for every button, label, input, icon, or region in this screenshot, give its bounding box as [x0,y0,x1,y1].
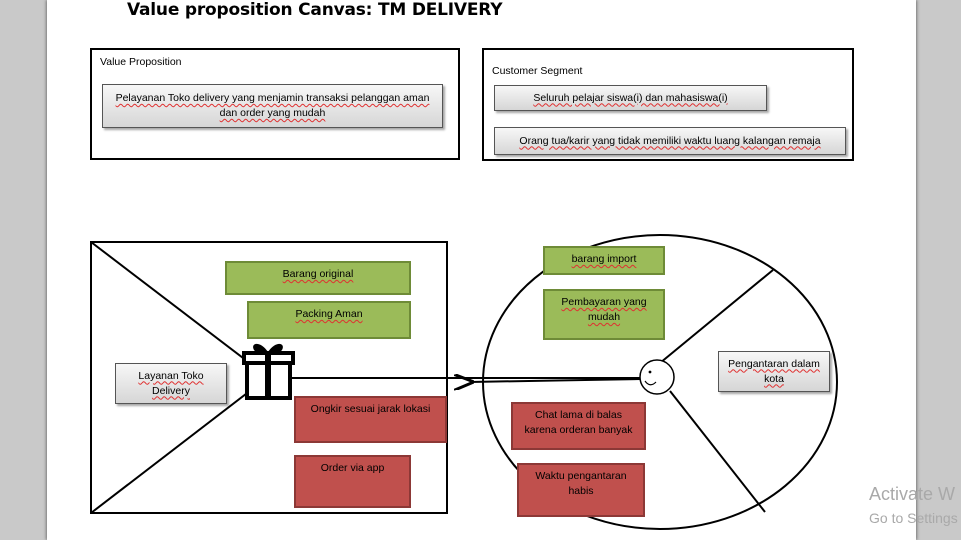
gift-icon [242,343,295,400]
circle-divider-bottom [669,390,766,513]
value-proposition-label: Value Proposition [100,56,182,68]
gain-creator-item: Packing Aman [247,301,411,339]
gain-item: barang import [543,246,665,275]
customer-job-box: Pengantaran dalam kota [718,351,830,392]
square-diagonal-top [90,241,269,378]
product-service-box: Layanan Toko Delivery [115,363,227,404]
circle-divider-top [659,269,774,364]
smiley-face-icon [639,359,675,395]
value-proposition-statement: Pelayanan Toko delivery yang menjamin tr… [102,84,443,128]
square-diagonal-bottom [90,376,269,514]
gain-item: Pembayaran yang mudah [543,289,665,340]
gain-creator-item: Barang original [225,261,411,295]
fit-arrow [470,379,641,382]
activation-watermark-subtitle: Go to Settings [869,510,958,526]
activation-watermark-title: Activate W [869,484,956,504]
page-title: Value proposition Canvas: TM DELIVERY [127,0,503,20]
customer-segment-label: Customer Segment [492,65,583,77]
customer-segment-item: Seluruh pelajar siswa(i) dan mahasiswa(i… [494,85,767,111]
pain-reliever-item: Ongkir sesuai jarak lokasi [294,396,447,443]
pain-item: Waktu pengantaran habis [517,463,645,517]
customer-segment-item: Orang tua/karir yang tidak memiliki wakt… [494,127,846,155]
pain-reliever-item: Order via app [294,455,411,508]
pain-item: Chat lama di balas karena orderan banyak [511,402,646,450]
